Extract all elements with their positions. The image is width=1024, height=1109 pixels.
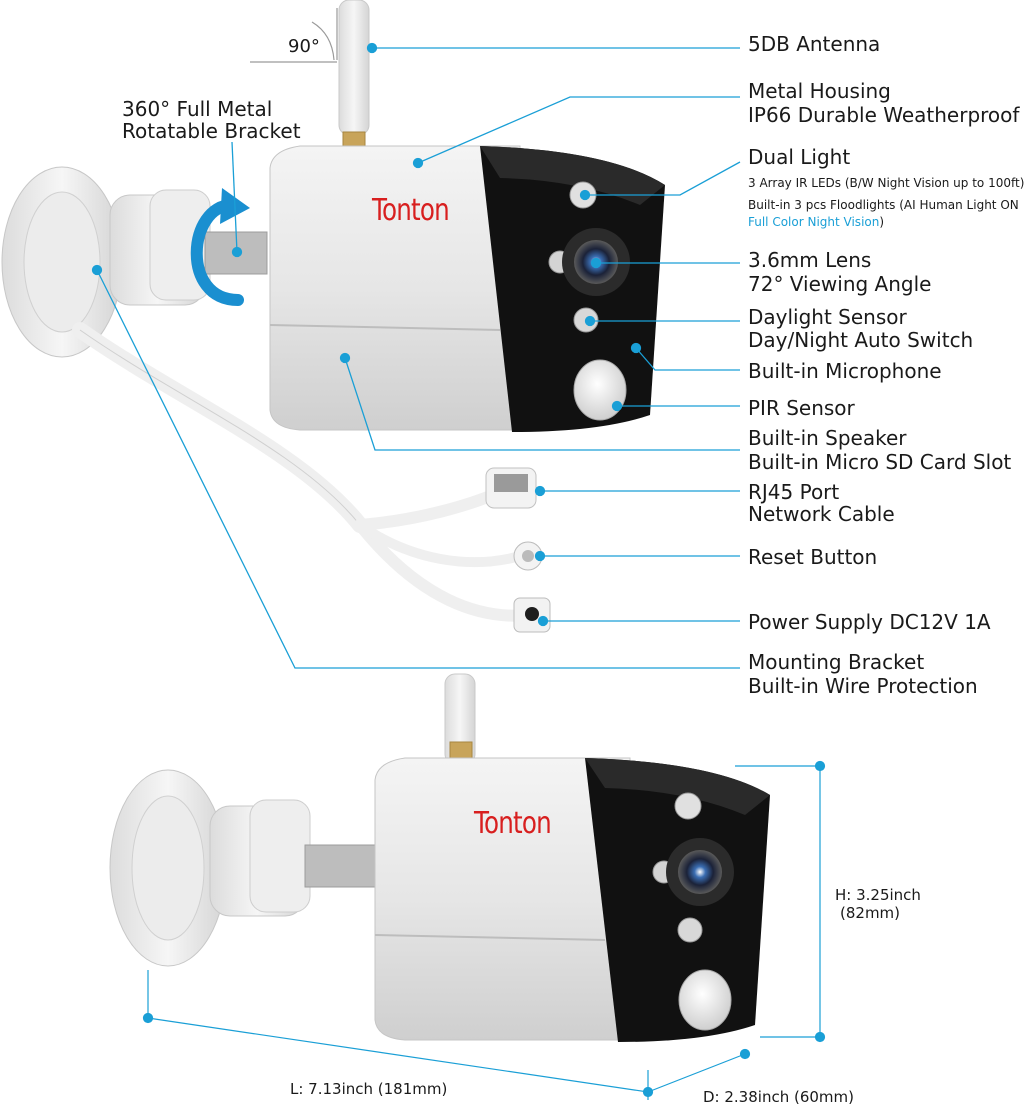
bottom-camera (109, 673, 770, 1042)
callout-rj45-detail: Network Cable (748, 502, 895, 526)
callout-dual-light-accent: Full Color Night Vision (748, 215, 880, 229)
dimension-height-inch: H: 3.25inch (835, 886, 921, 904)
callout-daylight-detail: Day/Night Auto Switch (748, 328, 974, 352)
dimension-depth: D: 2.38inch (60mm) (703, 1088, 854, 1106)
angle-mark (250, 8, 338, 63)
dimension-length: L: 7.13inch (181mm) (290, 1080, 448, 1098)
callout-reset: Reset Button (748, 545, 878, 569)
brand-logo-bottom: Tonton (474, 806, 552, 841)
callout-dual-light-line1: 3 Array IR LEDs (B/W Night Vision up to … (748, 176, 1024, 190)
callout-speaker-detail: Built-in Micro SD Card Slot (748, 450, 1012, 474)
callout-dual-light-end: ) (879, 215, 885, 229)
callout-mount-detail: Built-in Wire Protection (748, 674, 978, 698)
camera-front (480, 146, 665, 432)
bracket-label-line2: Rotatable Bracket (122, 119, 301, 143)
rotation-arrow (190, 199, 244, 306)
callout-lens-title: 3.6mm Lens (748, 248, 872, 272)
callout-speaker-title: Built-in Speaker (748, 426, 907, 450)
callout-mount-title: Mounting Bracket (748, 650, 925, 674)
camera-body (269, 145, 521, 431)
antenna (338, 0, 370, 136)
brand-logo-top: Tonton (372, 193, 450, 228)
dimension-lines (142, 760, 826, 1100)
angle-label: 90° (288, 36, 320, 57)
leader-lines (91, 42, 741, 669)
dimension-height-mm: (82mm) (840, 904, 901, 922)
callout-rj45-title: RJ45 Port (748, 480, 840, 504)
callout-dual-light-title: Dual Light (748, 145, 851, 169)
callout-dual-light-line3: Full Color Night Vision) (748, 214, 884, 230)
callout-lens-detail: 72° Viewing Angle (748, 272, 932, 296)
callout-power: Power Supply DC12V 1A (748, 610, 991, 634)
callout-housing-detail: IP66 Durable Weatherproof (748, 103, 1020, 127)
callout-daylight-title: Daylight Sensor (748, 305, 907, 329)
callout-antenna: 5DB Antenna (748, 32, 881, 56)
callout-pir: PIR Sensor (748, 396, 855, 420)
callout-dual-light-line2: Built-in 3 pcs Floodlights (AI Human Lig… (748, 198, 1019, 212)
top-camera (1, 0, 665, 633)
callout-microphone: Built-in Microphone (748, 359, 942, 383)
bracket-label-line1: 360° Full Metal (122, 97, 273, 121)
callout-housing-title: Metal Housing (748, 79, 891, 103)
